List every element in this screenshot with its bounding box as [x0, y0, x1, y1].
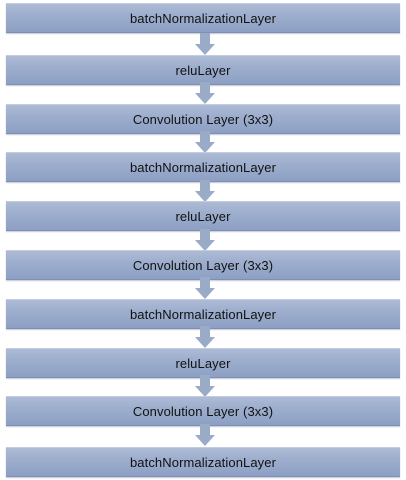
layer-box-relu-1: reluLayer — [6, 55, 400, 85]
layer-box-batchnorm-3: batchNormalizationLayer — [6, 299, 400, 329]
down-arrow-icon — [195, 326, 215, 348]
layer-label: reluLayer — [175, 62, 231, 78]
down-arrow-icon — [195, 277, 215, 299]
down-arrow-icon — [195, 180, 215, 202]
layer-label: reluLayer — [175, 208, 231, 224]
layer-label: Convolution Layer (3x3) — [132, 257, 274, 273]
layer-box-batchnorm-4: batchNormalizationLayer — [6, 447, 400, 477]
down-arrow-icon — [195, 82, 215, 104]
layer-label: batchNormalizationLayer — [129, 454, 277, 470]
layer-box-batchnorm-1: batchNormalizationLayer — [6, 3, 400, 33]
down-arrow-icon — [195, 229, 215, 251]
layer-box-conv-3: Convolution Layer (3x3) — [6, 396, 400, 426]
layer-label: batchNormalizationLayer — [129, 10, 277, 26]
layer-box-relu-3: reluLayer — [6, 348, 400, 378]
down-arrow-icon — [195, 33, 215, 55]
layer-box-batchnorm-2: batchNormalizationLayer — [6, 152, 400, 182]
layer-label: Convolution Layer (3x3) — [132, 111, 274, 127]
layer-label: batchNormalizationLayer — [129, 159, 277, 175]
layer-box-conv-2: Convolution Layer (3x3) — [6, 250, 400, 280]
down-arrow-icon — [195, 424, 215, 446]
down-arrow-icon — [195, 131, 215, 153]
layer-label: reluLayer — [175, 355, 231, 371]
layer-box-relu-2: reluLayer — [6, 201, 400, 231]
layer-label: Convolution Layer (3x3) — [132, 403, 274, 419]
layer-box-conv-1: Convolution Layer (3x3) — [6, 104, 400, 134]
down-arrow-icon — [195, 375, 215, 397]
layer-label: batchNormalizationLayer — [129, 306, 277, 322]
